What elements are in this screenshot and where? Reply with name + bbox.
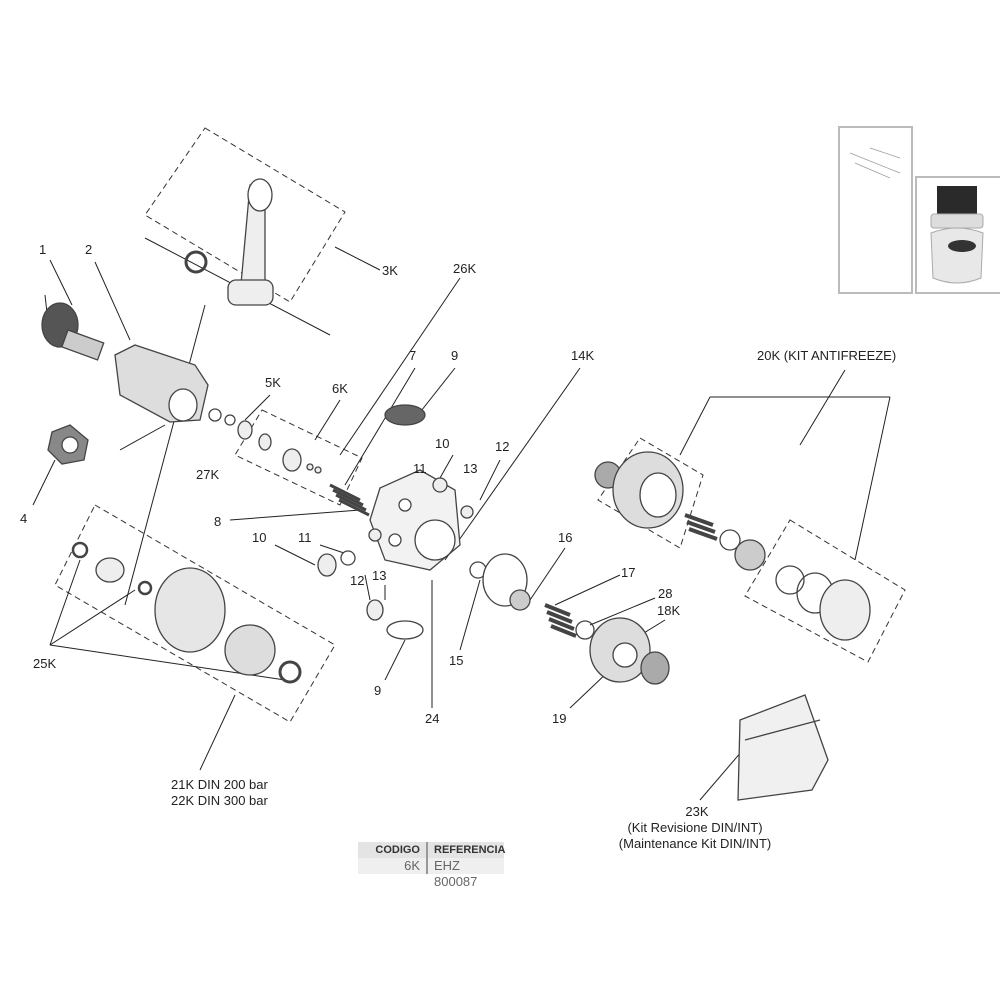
header-codigo: CODIGO bbox=[358, 842, 428, 858]
kit-box-6k bbox=[234, 409, 363, 506]
label-part-3k: 3K bbox=[382, 263, 398, 278]
label-part-6k: 6K bbox=[332, 381, 348, 396]
label-part-28: 28 bbox=[658, 586, 673, 601]
label-part-24: 24 bbox=[425, 711, 440, 726]
label-part-12-bottom: 12 bbox=[350, 573, 365, 588]
label-part-11-bottom: 11 bbox=[298, 530, 312, 545]
part-1-yoke-knob bbox=[41, 302, 105, 361]
kit-boxes bbox=[54, 127, 906, 723]
label-part-8: 8 bbox=[214, 514, 222, 529]
label-part-23k-italian: (Kit Revisione DIN/INT) bbox=[627, 820, 763, 835]
kit-box-21k bbox=[54, 504, 336, 723]
part-10-11-ports bbox=[317, 477, 474, 621]
cell-referencia: EHZ 800087 bbox=[434, 858, 478, 889]
label-part-25k: 25K bbox=[33, 656, 57, 671]
part-4-nut bbox=[47, 424, 89, 465]
label-part-26k: 26K bbox=[453, 261, 477, 276]
label-part-19: 19 bbox=[552, 711, 567, 726]
kit-box-20k-b bbox=[744, 519, 906, 663]
part-5k-filter bbox=[208, 408, 272, 451]
label-part-18k: 18K bbox=[657, 603, 681, 618]
label-part-16: 16 bbox=[558, 530, 573, 545]
label-part-4: 4 bbox=[20, 511, 28, 526]
header-referencia: REFERENCIA bbox=[434, 844, 506, 856]
regulator-photo-icon bbox=[930, 186, 984, 284]
exploded-view-thumbnail[interactable] bbox=[838, 126, 913, 294]
label-part-17: 17 bbox=[621, 565, 636, 580]
part-7-spring bbox=[329, 483, 370, 517]
label-part-1: 1 bbox=[39, 242, 47, 257]
cell-codigo: 6K bbox=[358, 858, 428, 874]
label-part-2: 2 bbox=[85, 242, 93, 257]
label-part-23k-english: (Maintenance Kit DIN/INT) bbox=[618, 836, 772, 851]
part-19-cap bbox=[589, 617, 670, 685]
part-17-28-spring bbox=[544, 603, 595, 640]
part-24-body bbox=[369, 469, 461, 571]
label-part-9-top: 9 bbox=[451, 348, 459, 363]
label-part-23k: 23K bbox=[685, 804, 709, 819]
part-20k-antifreeze bbox=[612, 451, 871, 641]
label-part-12-top: 12 bbox=[495, 439, 510, 454]
label-part-7: 7 bbox=[409, 348, 417, 363]
label-part-21k: 21K DIN 200 bar bbox=[171, 777, 268, 792]
label-part-13-top: 13 bbox=[463, 461, 478, 476]
product-photo-thumbnail[interactable] bbox=[915, 176, 1000, 294]
table-header-row: CODIGO REFERENCIA bbox=[358, 842, 506, 858]
label-part-13-bottom: 13 bbox=[372, 568, 387, 583]
label-part-10-top: 10 bbox=[435, 436, 450, 451]
label-part-15: 15 bbox=[449, 653, 464, 668]
part-6k-seat bbox=[282, 448, 322, 474]
label-part-20k: 20K (KIT ANTIFREEZE) bbox=[757, 348, 897, 363]
label-part-22k: 22K DIN 300 bar bbox=[171, 793, 268, 808]
label-part-14k: 14K bbox=[571, 348, 595, 363]
kit-box-3k bbox=[144, 127, 346, 303]
mini-diagram-icon bbox=[849, 147, 901, 179]
label-part-11-top: 11 bbox=[413, 461, 427, 476]
label-part-10-bottom: 10 bbox=[252, 530, 267, 545]
label-part-9-bottom: 9 bbox=[374, 683, 382, 698]
part-21k-din bbox=[71, 541, 302, 684]
label-part-5k: 5K bbox=[265, 375, 281, 390]
part-9-plug bbox=[384, 404, 426, 640]
part-3k-handle bbox=[184, 178, 274, 306]
parts bbox=[41, 178, 871, 801]
parts-code-table: CODIGO REFERENCIA 6K EHZ 800087 bbox=[358, 842, 506, 889]
part-23k-bag bbox=[737, 694, 829, 801]
label-part-27k: 27K bbox=[196, 467, 220, 482]
part-2-yoke bbox=[114, 344, 209, 423]
table-row: 6K EHZ 800087 bbox=[358, 858, 504, 889]
